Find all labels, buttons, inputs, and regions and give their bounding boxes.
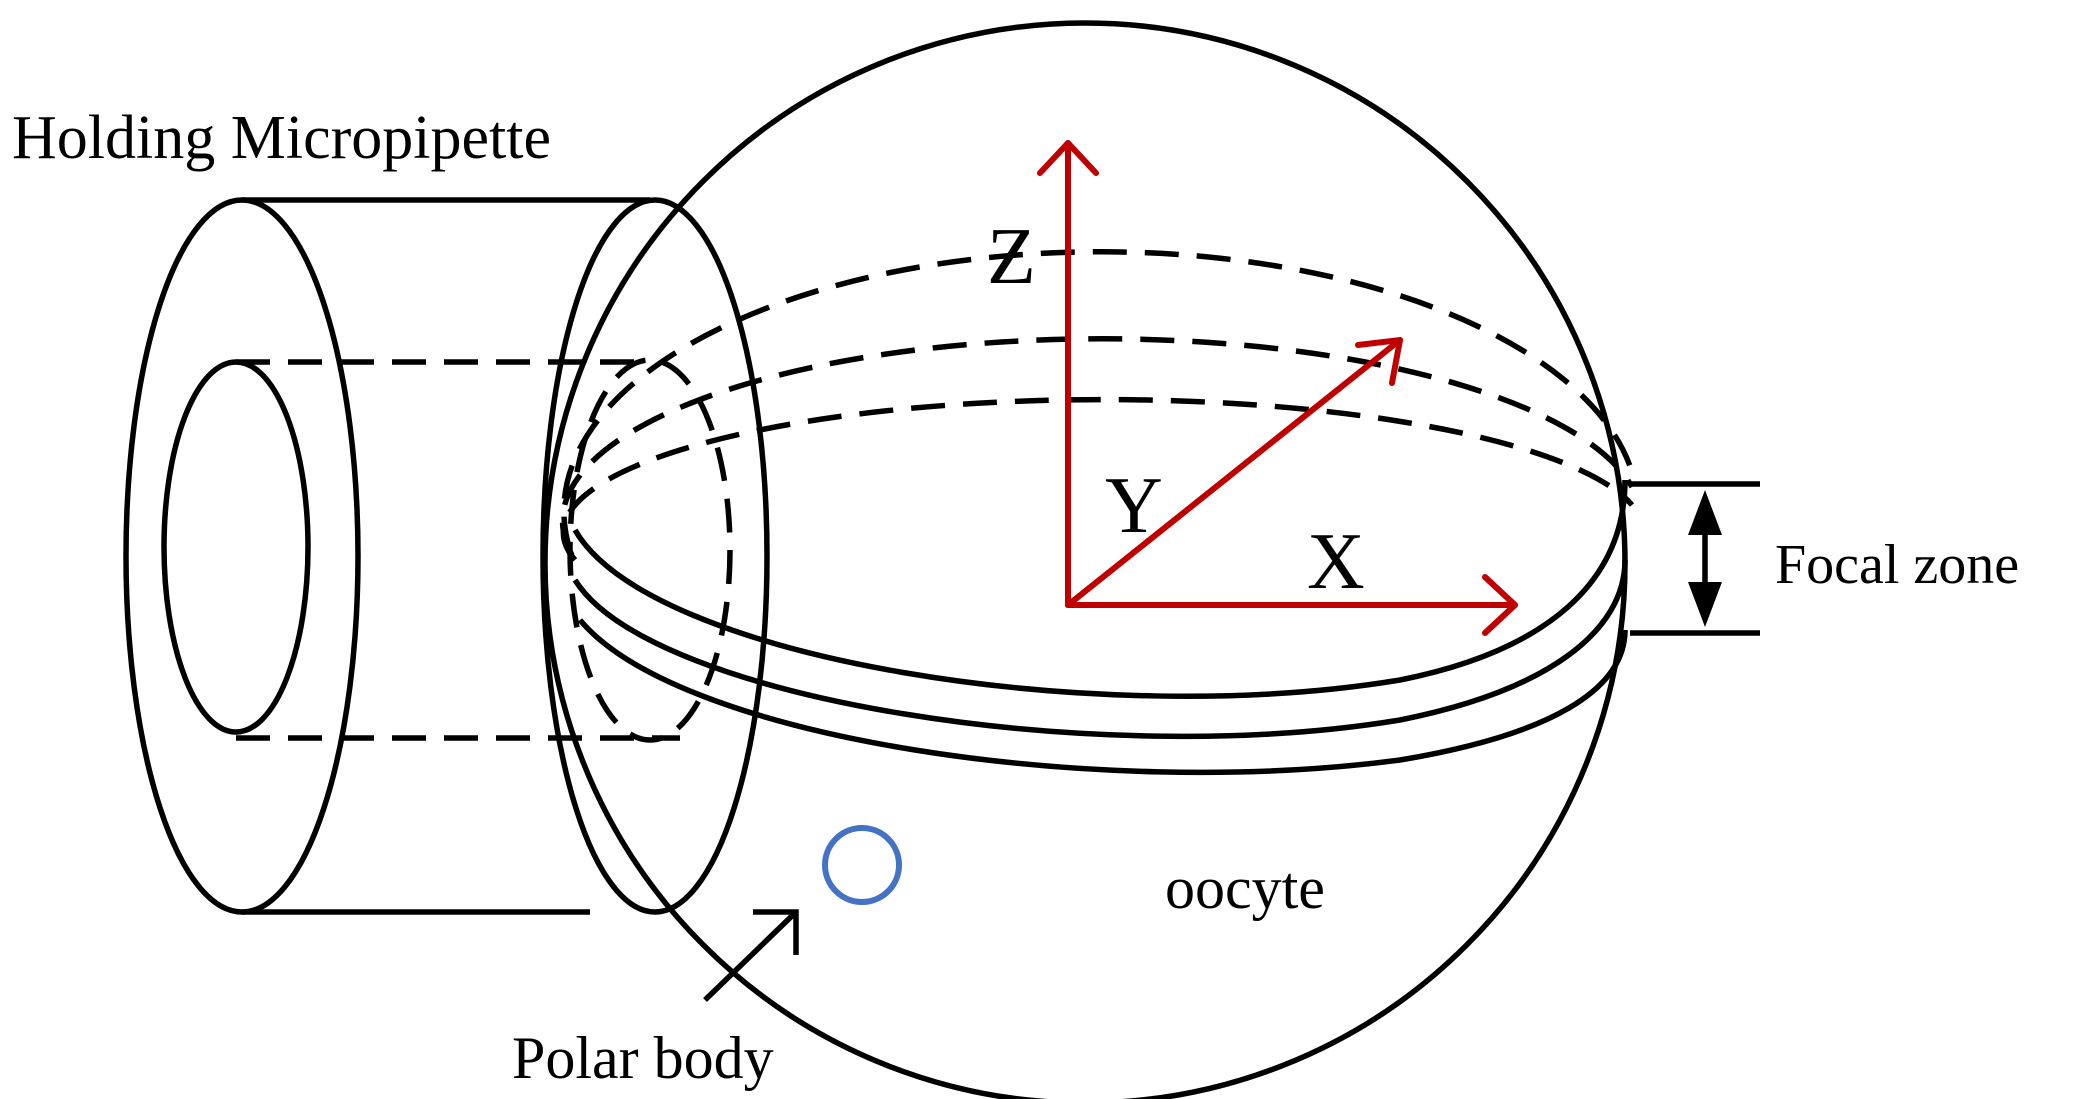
- focal-ring-mid-front: [572, 559, 1628, 740]
- focal-zone-marker: [1630, 481, 1760, 636]
- focal-ring-bottom-front: [577, 618, 1628, 776]
- holding-micropipette-label: Holding Micropipette: [12, 104, 551, 172]
- focal-ring-top-front: [572, 479, 1628, 699]
- polar-body-label: Polar body: [512, 1025, 774, 1091]
- oocyte-sphere: [542, 20, 1628, 1099]
- focal-zone-down-arrowhead: [1688, 582, 1722, 627]
- pipette-front-ellipse: [540, 197, 770, 915]
- y-axis-line: [1065, 337, 1403, 608]
- oocyte-label: oocyte: [1165, 855, 1325, 921]
- z-axis-arrowhead: [1037, 140, 1099, 176]
- pipette-bore-ellipse: [161, 359, 311, 735]
- oocyte: [542, 20, 1635, 1099]
- x-axis-label: X: [1307, 518, 1365, 606]
- polar-body: [822, 825, 902, 905]
- focal-zone-up-arrowhead: [1688, 490, 1722, 535]
- z-axis-label: Z: [987, 213, 1036, 301]
- focal-ring-bottom-back: [560, 396, 1635, 562]
- polar-body-pointer: [703, 909, 799, 1002]
- x-axis-arrowhead: [1482, 574, 1518, 636]
- holding-micropipette: [123, 197, 770, 915]
- coordinate-axes: [1037, 140, 1518, 636]
- y-axis-label: Y: [1105, 462, 1163, 550]
- polar-body-pointer-line: [703, 910, 798, 1002]
- pipette-back-outer-ellipse: [123, 197, 361, 915]
- focal-zone-label: Focal zone: [1775, 534, 2019, 596]
- y-axis-arrowhead: [1355, 337, 1403, 386]
- focal-ring-top-back: [561, 249, 1635, 551]
- polar-body-pointer-arrowhead: [753, 909, 799, 955]
- focal-ring-mid-back: [559, 336, 1635, 557]
- pipette-front-bore-dashed: [567, 357, 733, 743]
